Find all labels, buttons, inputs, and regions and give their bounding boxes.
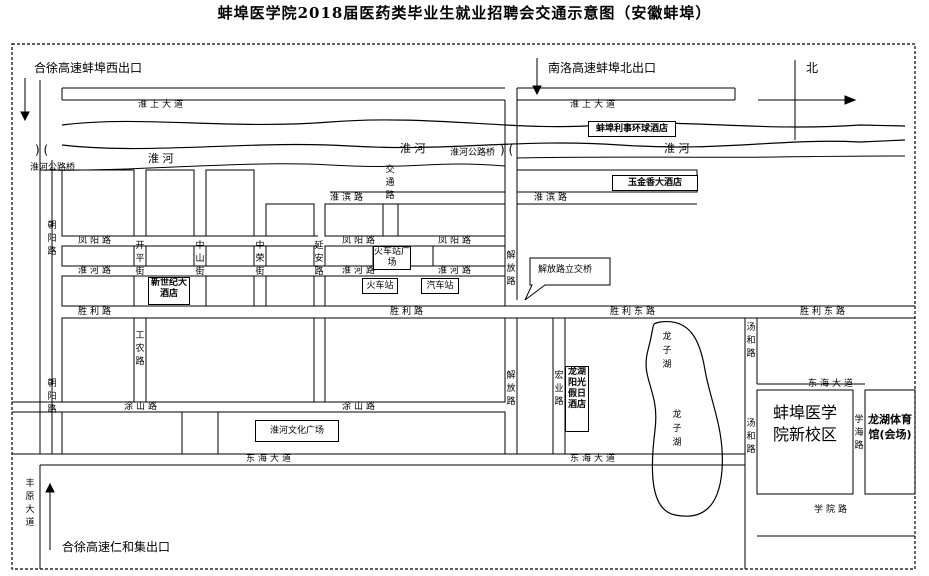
road-huaishang-west: 淮上大道 — [138, 100, 187, 110]
road-huaihe-1: 淮河路 — [78, 266, 115, 276]
svg-text:) (: ) ( — [500, 143, 513, 157]
road-xueyuan: 学院路 — [814, 505, 851, 515]
exit-north-label: 南洛高速蚌埠北出口 — [548, 61, 657, 75]
exit-south-label: 合徐高速仁和集出口 — [62, 540, 171, 554]
road-jiefang-1: 解放路 — [506, 251, 516, 287]
road-yanan: 延安路 — [314, 241, 324, 277]
road-fengyuan: 丰原大道 — [25, 479, 35, 528]
road-huaibin-west: 淮滨路 — [330, 193, 367, 203]
road-fengyang-3: 凤阳路 — [438, 236, 475, 246]
road-huaihe-2: 淮河路 — [342, 266, 379, 276]
road-huaihe-3: 淮河路 — [438, 266, 475, 276]
north-indicator: 北 — [806, 61, 819, 75]
road-zhongrong: 中荣街 — [255, 241, 265, 277]
road-huaibin-east: 淮滨路 — [534, 193, 571, 203]
landmark-hotel-longhu: 龙湖阳光假日酒店 — [565, 366, 589, 432]
bridge-huaihe-east: 淮河公路桥 — [450, 148, 496, 158]
river-huai-2: 淮 河 — [400, 142, 426, 155]
river-huai-3: 淮 河 — [664, 142, 690, 155]
lake-label-lower: 龙子湖 — [672, 410, 682, 448]
landmark-culture-square: 淮河文化广场 — [255, 420, 339, 442]
road-donghai-1: 东海大道 — [246, 454, 295, 464]
exit-west-label: 合徐高速蚌埠西出口 — [34, 61, 143, 75]
road-tushan-2: 涂山路 — [342, 402, 379, 412]
road-tushan-1: 涂山路 — [124, 402, 161, 412]
landmark-railway-station: 火车站 — [362, 278, 398, 294]
road-shengli-east-2: 胜利东路 — [800, 307, 849, 317]
road-chaoyang-1: 朝阳路 — [47, 221, 57, 257]
lake-label-upper: 龙子湖 — [662, 332, 672, 370]
road-kaiping: 开平街 — [135, 241, 145, 277]
river-huai-1: 淮 河 — [148, 152, 174, 165]
campus-bengbu-medical: 蚌埠医学院新校区 — [772, 403, 837, 444]
road-donghai-3: 东海大道 — [808, 379, 857, 389]
road-donghai-2: 东海大道 — [570, 454, 619, 464]
landmark-railway-square: 火车站广场 — [373, 246, 411, 270]
bridge-huaihe-west: 淮河公路桥 — [30, 163, 76, 173]
road-jiefang-2: 解放路 — [506, 371, 516, 407]
map-title: 蚌埠医学院2018届医药类毕业生就业招聘会交通示意图（安徽蚌埠） — [217, 4, 712, 22]
svg-text:) (: ) ( — [35, 143, 48, 157]
road-gongnong: 工农路 — [135, 331, 145, 367]
road-shengli-east-1: 胜利东路 — [610, 307, 659, 317]
road-zhongshan: 中山街 — [195, 241, 205, 277]
road-huaishang-east: 淮上大道 — [570, 100, 619, 110]
landmark-hotel-xinshiji: 新世纪大酒店 — [148, 277, 190, 305]
road-chaoyang-2: 朝阳路 — [47, 379, 57, 415]
landmark-hotel-yujin: 玉金香大酒店 — [612, 175, 698, 191]
landmark-jiefang-interchange: 解放路立交桥 — [538, 265, 593, 275]
road-jiaotong: 交通路 — [385, 165, 395, 201]
huai-river-north-bank — [61, 119, 906, 128]
road-tanghe-1: 汤和路 — [746, 323, 756, 359]
road-fengyang-1: 凤阳路 — [78, 236, 115, 246]
landmark-hotel-bengbu: 蚌埠利事环球酒店 — [588, 121, 676, 137]
longzi-lake — [645, 320, 723, 517]
landmark-bus-station: 汽车站 — [421, 278, 459, 294]
road-hongye: 宏业路 — [554, 371, 564, 407]
huai-river-south-bank — [61, 139, 906, 150]
road-fengyang-2: 凤阳路 — [342, 236, 379, 246]
venue-longhu-gym: 龙湖体育馆(会场) — [868, 413, 912, 441]
road-xuehai: 学海路 — [854, 415, 864, 451]
road-tanghe-2: 汤和路 — [746, 419, 756, 455]
road-shengli-2: 胜利路 — [390, 307, 427, 317]
road-shengli-1: 胜利路 — [78, 307, 115, 317]
